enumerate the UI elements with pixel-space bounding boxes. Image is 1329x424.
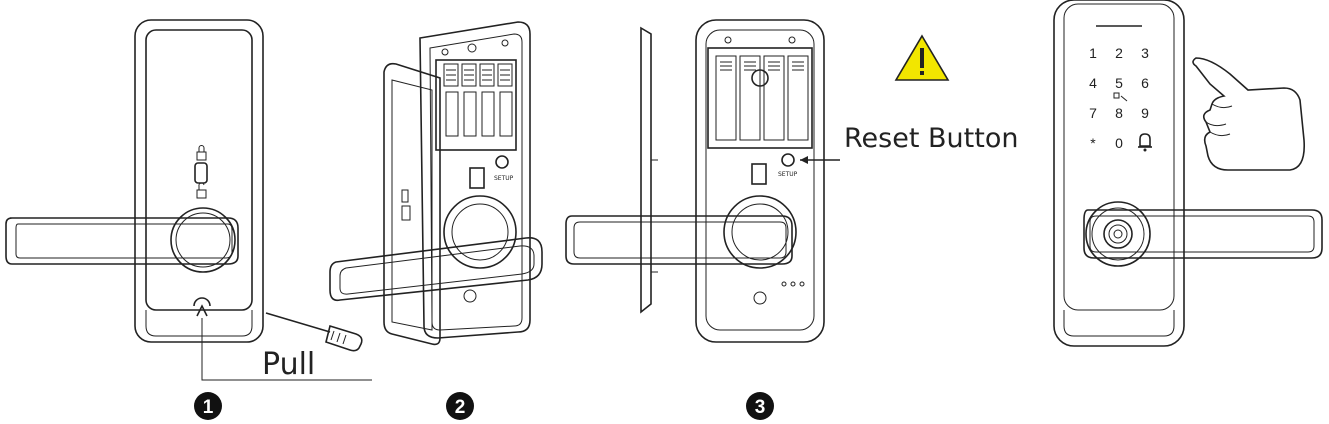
- lock-icon: [196, 145, 207, 161]
- key-5[interactable]: 5: [1115, 75, 1123, 91]
- key-1[interactable]: 1: [1089, 45, 1097, 61]
- door-handle-2: [329, 236, 543, 302]
- latch-slot-3: [751, 163, 767, 185]
- key-9[interactable]: 9: [1141, 105, 1149, 121]
- step-3-badge: [746, 392, 774, 420]
- step-3-number: 3: [755, 397, 766, 418]
- battery-slots: [445, 91, 513, 137]
- setup-label-3: SETUP: [778, 171, 798, 178]
- lock-back-plate-3: [695, 19, 825, 343]
- reset-button: [781, 153, 795, 167]
- unlock-icon: [196, 182, 207, 199]
- pointing-hand-icon: [1192, 57, 1306, 171]
- screw-icon: [467, 43, 477, 53]
- keypad: 1 2 3 4 5 6 7 8 9 * 0: [1089, 45, 1149, 151]
- pull-label: Pull: [262, 347, 315, 382]
- key-2[interactable]: 2: [1115, 45, 1123, 61]
- step-2-badge: [446, 392, 474, 420]
- door-handle-4: [1083, 209, 1323, 259]
- step-1-figure: Pull 1: [5, 19, 372, 420]
- screwdriver-icon: [265, 312, 363, 352]
- pull-slot: [193, 297, 211, 307]
- lock-outer-plate: [134, 19, 264, 343]
- reset-arrow-icon: [800, 156, 808, 164]
- lock-status-slot: [194, 162, 208, 184]
- key-0[interactable]: 0: [1115, 135, 1123, 151]
- key-3[interactable]: 3: [1141, 45, 1149, 61]
- key-7[interactable]: 7: [1089, 105, 1097, 121]
- handle-rosette: [170, 207, 236, 273]
- lock-inner-panel: [145, 29, 253, 311]
- setup-label-2: SETUP: [494, 175, 514, 182]
- lock-back-plate: [419, 21, 531, 339]
- battery-compartment-3: [707, 47, 813, 149]
- key-lock-icon: [1113, 92, 1128, 102]
- battery-springs: [443, 63, 513, 87]
- keypad-lock-figure: 1 2 3 4 5 6 7 8 9 * 0: [1053, 0, 1323, 347]
- rear-rosette: [443, 195, 517, 269]
- doorbell-icon[interactable]: [1138, 133, 1152, 152]
- pull-arrow-icon: [196, 304, 208, 317]
- keypad-lock-plate: [1053, 0, 1185, 347]
- battery-slots-3: [715, 55, 809, 141]
- step-1-number: 1: [203, 397, 214, 418]
- reset-button-label: Reset Button: [844, 123, 1018, 154]
- keypad-rosette: [1085, 201, 1151, 267]
- setup-button: [495, 155, 509, 169]
- key-6[interactable]: 6: [1141, 75, 1149, 91]
- step-2-figure: SETUP 2: [329, 21, 543, 420]
- pull-leader-line: [201, 318, 372, 381]
- latch-slot: [469, 167, 485, 189]
- step-3-figure: SETUP Reset Button 3: [565, 19, 1018, 420]
- step-1-badge: [194, 392, 222, 420]
- rear-rosette-3: [723, 195, 797, 269]
- key-star[interactable]: *: [1090, 135, 1096, 151]
- battery-compartment: [435, 59, 517, 151]
- opened-battery-cover: [383, 62, 441, 346]
- door-handle-3: [565, 215, 793, 265]
- key-8[interactable]: 8: [1115, 105, 1123, 121]
- key-4[interactable]: 4: [1089, 75, 1097, 91]
- removed-cover-side: [640, 26, 652, 314]
- warning-triangle-icon: [894, 34, 950, 81]
- step-2-number: 2: [455, 397, 466, 418]
- door-handle: [5, 217, 239, 265]
- fingerprint-sensor-icon[interactable]: [1103, 219, 1133, 249]
